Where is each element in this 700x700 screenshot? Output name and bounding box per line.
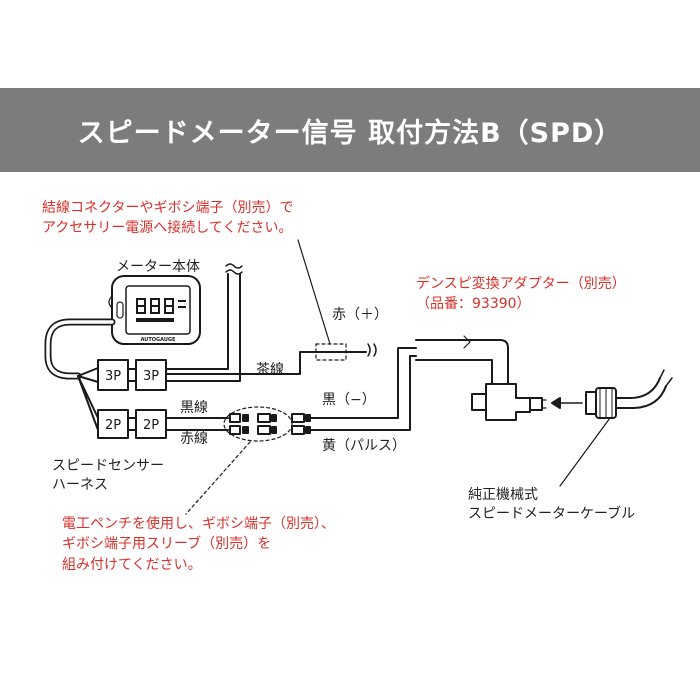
cable-label: 純正機械式 スピードメーターケーブル bbox=[468, 486, 635, 524]
yellow-pulse-label: 黄（パルス） bbox=[322, 438, 406, 454]
connector-3p-left-label: 3P bbox=[105, 369, 121, 384]
harness-label-line: スピードセンサー bbox=[52, 458, 164, 474]
bottom-note-line: ギボシ端子用スリーブ（別売）を bbox=[62, 536, 272, 553]
red-wire-label: 赤線 bbox=[180, 431, 208, 447]
conversion-adapter bbox=[471, 383, 547, 421]
bottom-note-line: 組み付けてください。 bbox=[62, 556, 202, 573]
connector-3p-right-label: 3P bbox=[143, 369, 159, 384]
speedometer-cable bbox=[585, 369, 673, 419]
cable-label-line: スピードメーターケーブル bbox=[468, 505, 636, 522]
adapter-note-line: デンスピ変換アダプター（別売） bbox=[416, 276, 626, 292]
adapter-note-line: （品番：93390） bbox=[416, 296, 531, 313]
top-note-line: 結線コネクターやギボシ端子（別売）で bbox=[42, 200, 294, 216]
connector-2p-right-label: 2P bbox=[143, 418, 159, 433]
bottom-note: 電工ペンチを使用し、ギボシ端子（別売）、 ギボシ端子用スリーブ（別売）を 組み付… bbox=[62, 514, 335, 575]
black-minus-label: 黒（−） bbox=[322, 392, 376, 408]
title-bar: スピードメーター信号 取付方法B（SPD） bbox=[0, 88, 700, 172]
gibosi-terminals bbox=[229, 413, 311, 435]
red-plus-label: 赤（＋） bbox=[332, 307, 388, 323]
meter-display-digits bbox=[136, 298, 186, 322]
connector-2p-left-label: 2P bbox=[105, 418, 121, 433]
cable-label-line: 純正機械式 bbox=[468, 487, 538, 503]
black-wire-label: 黒線 bbox=[180, 400, 208, 416]
harness-label-line: ハーネス bbox=[52, 476, 108, 493]
meter-brand-text: AUTOGAUGE bbox=[141, 337, 176, 343]
meter-label: メーター本体 bbox=[116, 259, 200, 275]
top-note-line: アクセサリー電源へ接続してください。 bbox=[42, 220, 293, 237]
bottom-note-line: 電工ペンチを使用し、ギボシ端子（別売）、 bbox=[62, 516, 335, 532]
meter-unit bbox=[108, 275, 201, 345]
top-note: 結線コネクターやギボシ端子（別売）で アクセサリー電源へ接続してください。 bbox=[42, 198, 293, 239]
adapter-note: デンスピ変換アダプター（別売） （品番：93390） bbox=[416, 274, 626, 315]
harness-label: スピードセンサー ハーネス bbox=[52, 457, 164, 495]
page-title: スピードメーター信号 取付方法B（SPD） bbox=[77, 117, 623, 149]
